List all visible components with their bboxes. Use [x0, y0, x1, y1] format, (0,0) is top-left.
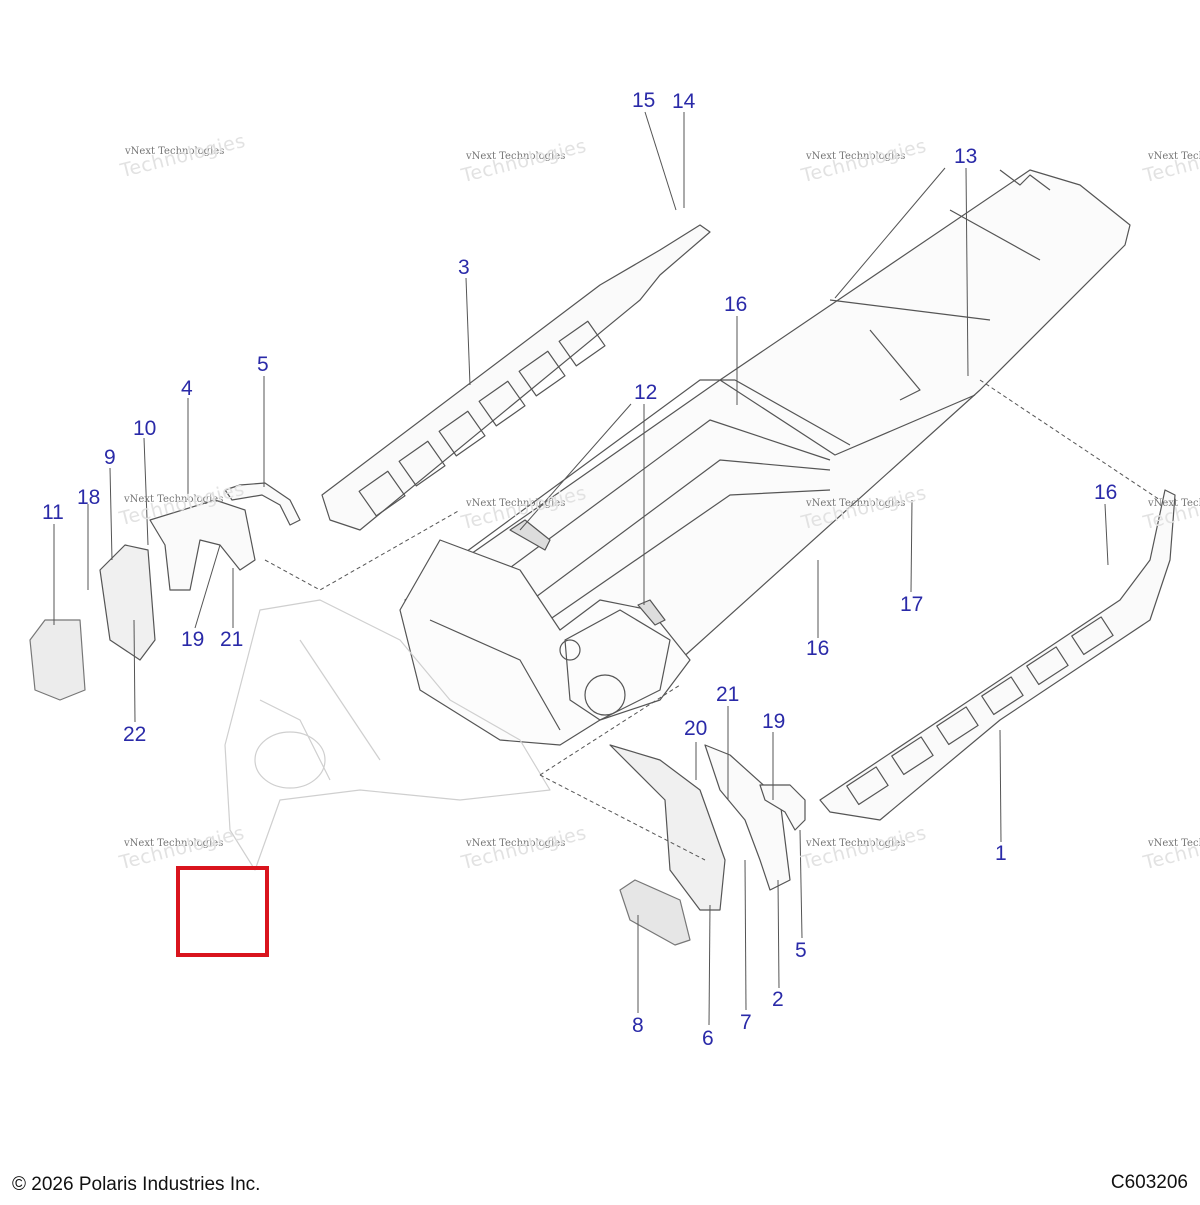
lower-frame-faint [224, 599, 551, 871]
callout-21[interactable]: 21 [220, 628, 244, 651]
callout-8[interactable]: 8 [632, 1014, 644, 1037]
callout-5-right[interactable]: 5 [795, 939, 807, 962]
callout-19[interactable]: 19 [181, 628, 205, 651]
bracket-12-a [509, 519, 551, 551]
callout-11[interactable]: 11 [42, 501, 64, 524]
callout-22[interactable]: 22 [123, 723, 147, 746]
highlight-box [176, 866, 269, 957]
callout-16-right[interactable]: 16 [1094, 481, 1118, 504]
callout-6[interactable]: 6 [702, 1027, 714, 1050]
callout-19-right[interactable]: 19 [762, 710, 786, 733]
callout-20[interactable]: 20 [684, 717, 708, 740]
left-bracket-4 [149, 499, 256, 591]
right-side-panel-6 [609, 744, 726, 911]
drawing-code: C603206 [1110, 1172, 1188, 1193]
callout-3[interactable]: 3 [458, 256, 470, 279]
callout-4[interactable]: 4 [181, 377, 193, 400]
callout-15[interactable]: 15 [632, 89, 656, 112]
assembly-lines [264, 379, 1161, 861]
callout-18[interactable]: 18 [77, 486, 101, 509]
callout-2[interactable]: 2 [772, 988, 784, 1011]
callout-17[interactable]: 17 [900, 593, 924, 616]
callout-12[interactable]: 12 [634, 381, 658, 404]
callout-16-lower[interactable]: 16 [806, 637, 830, 660]
front-bulkhead [399, 539, 691, 746]
callout-21-right[interactable]: 21 [716, 683, 740, 706]
left-side-panel-9 [99, 544, 156, 661]
callout-7[interactable]: 7 [740, 1011, 752, 1034]
lower-tube-5 [759, 784, 806, 831]
right-pad-8 [619, 879, 691, 946]
right-running-board [819, 489, 1176, 821]
callout-10[interactable]: 10 [133, 417, 157, 440]
bracket-12-b [637, 599, 666, 626]
callout-16[interactable]: 16 [724, 293, 748, 316]
callout-9[interactable]: 9 [104, 446, 116, 469]
callout-5[interactable]: 5 [257, 353, 269, 376]
leader-lines [53, 111, 1109, 1026]
tunnel-frame [404, 169, 1131, 721]
left-running-board [321, 224, 711, 531]
copyright-text: © 2026 Polaris Industries Inc. [12, 1174, 261, 1195]
left-pad-11 [29, 619, 86, 701]
callout-14[interactable]: 14 [672, 90, 696, 113]
callout-13[interactable]: 13 [954, 145, 978, 168]
callout-1[interactable]: 1 [995, 842, 1007, 865]
upper-tube-5 [224, 482, 301, 526]
